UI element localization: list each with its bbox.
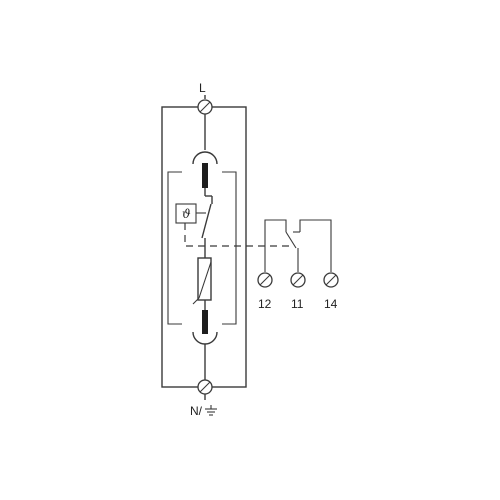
switch-blade bbox=[201, 203, 212, 239]
aux-wire-14 bbox=[299, 219, 332, 272]
terminal-n-pe[interactable] bbox=[197, 379, 213, 395]
aux-label-12: 12 bbox=[258, 297, 272, 311]
varistor-slash bbox=[192, 261, 212, 305]
terminal-label-l: L bbox=[199, 81, 206, 95]
terminal-label-n: N/ bbox=[190, 404, 203, 418]
aux-wire-12 bbox=[264, 219, 287, 272]
aux-terminal-11[interactable] bbox=[290, 272, 306, 288]
thermal-symbol: ϑ bbox=[182, 207, 191, 221]
aux-label-14: 14 bbox=[324, 297, 338, 311]
outer-enclosure bbox=[161, 106, 247, 388]
terminal-l[interactable] bbox=[197, 99, 213, 115]
bottom-fuse bbox=[202, 310, 208, 334]
aux-contact-blade bbox=[285, 231, 297, 249]
aux-terminal-12[interactable] bbox=[257, 272, 273, 288]
inner-module-left bbox=[167, 171, 182, 325]
aux-label-11: 11 bbox=[291, 297, 304, 311]
top-fuse bbox=[202, 163, 208, 188]
top-plug-arc bbox=[192, 151, 218, 165]
aux-terminal-14[interactable] bbox=[323, 272, 339, 288]
ground-icon bbox=[205, 405, 217, 416]
inner-module-right bbox=[222, 171, 237, 325]
mechanical-linkage bbox=[184, 223, 290, 247]
